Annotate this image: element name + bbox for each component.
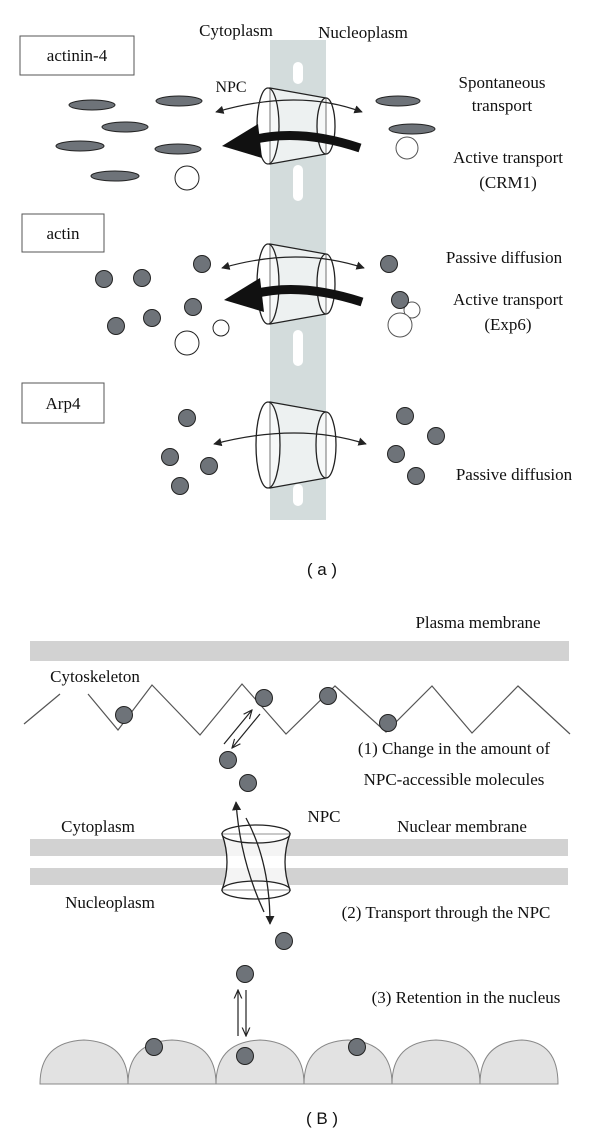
row2-passive-diffusion: Passive diffusion [446,248,563,267]
pore-slot [293,62,303,84]
free-molecules-cytoplasm [219,751,257,792]
cytoskeleton-bound-molecules [115,687,397,732]
chromatin-bound-molecules [145,1038,366,1065]
npc-cylinder-1 [256,87,336,165]
equilibrium-arrow-down [232,713,261,748]
diffusion-arc-1 [215,99,363,114]
step2-label: (2) Transport through the NPC [342,903,551,922]
plasma-membrane-bar [30,641,569,661]
pore-slot [293,165,303,201]
diffusion-arc-3 [213,432,367,447]
npc-transport-arrow-up [232,801,265,913]
row1-transport: transport [472,96,533,115]
header-cytoplasm: Cytoplasm [199,21,273,40]
step3-label: (3) Retention in the nucleus [372,988,561,1007]
cytoskeleton-segment [23,693,61,725]
row1-spontaneous: Spontaneous [459,73,546,92]
cytoskeleton-zigzag [87,683,571,736]
row-label-actin: actin [21,213,105,253]
step1-line1: (1) Change in the amount of [358,739,550,758]
npc-cylinder-2 [256,243,336,325]
actinin4-molecules [55,95,436,191]
pore-slot [293,484,303,506]
npc-label-b: NPC [307,807,340,826]
diffusion-arc-2 [221,256,365,270]
nucleoplasm-label: Nucleoplasm [65,893,155,912]
panel-b: Plasma membrane Cytoskeleton (1) Change … [23,613,571,1128]
npc-cylinder-3 [255,401,337,489]
actin-molecules [95,255,421,356]
cytoskeleton-label: Cytoskeleton [50,667,140,686]
pore-slot [293,330,303,366]
npc-b [221,824,291,900]
chromatin-domes [39,1039,559,1085]
row2-exp6: (Exp6) [484,315,531,334]
free-molecules-nucleus [236,932,293,983]
svg-text:actinin-4: actinin-4 [47,46,108,65]
row3-passive-diffusion: Passive diffusion [456,465,573,484]
panel-b-label: ( B ) [306,1109,338,1128]
equilibrium-arrow-up [223,710,252,745]
plasma-membrane-label: Plasma membrane [415,613,540,632]
row2-active-transport: Active transport [453,290,563,309]
npc-label: NPC [215,79,246,96]
arp4-molecules [161,407,445,495]
row1-active-transport: Active transport [453,148,563,167]
active-export-arrow-2 [224,278,364,312]
svg-text:actin: actin [46,224,80,243]
panel-a-label: ( a ) [307,560,337,579]
nuclear-membrane [30,839,568,885]
npc-transport-arrow-down [245,817,275,925]
header-nucleoplasm: Nucleoplasm [318,23,408,42]
nuclear-membrane-label: Nuclear membrane [397,817,527,836]
active-export-arrow-1 [222,124,362,158]
row1-crm1: (CRM1) [479,173,537,192]
cytoplasm-label: Cytoplasm [61,817,135,836]
row-label-actinin4: actinin-4 [19,35,135,76]
step1-line2: NPC-accessible molecules [364,770,545,789]
svg-text:Arp4: Arp4 [46,394,81,413]
row-label-arp4: Arp4 [21,382,105,424]
panel-a: Cytoplasm Nucleoplasm NPC actinin-4 acti… [19,21,573,579]
